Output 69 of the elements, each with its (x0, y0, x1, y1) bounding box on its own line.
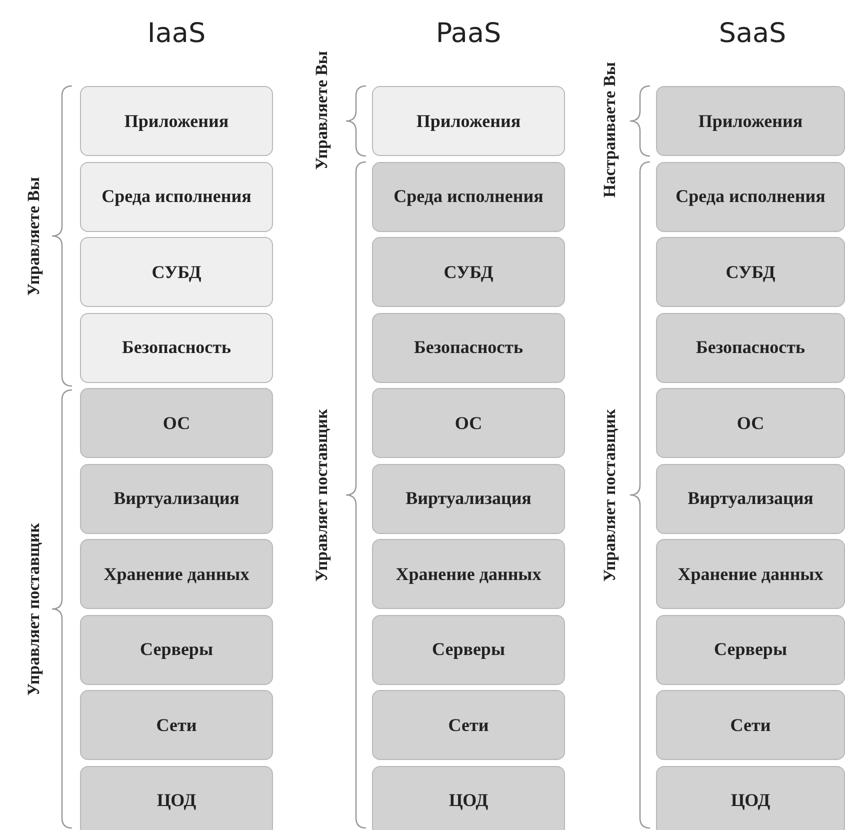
layer-box (656, 312, 845, 382)
bracket-label: Управляет поставщик (24, 522, 44, 696)
bracket-label: Настраиваете Вы (600, 62, 620, 198)
layer-box (372, 86, 565, 156)
layer-label: Безопасность (412, 337, 524, 358)
layer-box (80, 388, 273, 458)
layer-box (656, 539, 845, 609)
layer-box (372, 539, 565, 609)
column-title: IaaS (146, 18, 207, 49)
layer-label: Виртуализация (112, 488, 240, 509)
column-title: PaaS (434, 18, 502, 49)
layer-label: ЦОД (156, 790, 198, 811)
layer-label: ЦОД (448, 790, 490, 811)
layer-box (80, 614, 273, 684)
layer-label: ОС (454, 412, 484, 434)
layer-box (80, 237, 273, 307)
bracket-label: Управляете Вы (312, 50, 332, 170)
layer-label: Хранение данных (676, 564, 824, 584)
layer-label: Среда исполнения (392, 186, 544, 207)
bracket-label: Управляет поставщик (312, 408, 332, 582)
layer-label: ОС (736, 412, 766, 434)
bracket-label: Управляете Вы (24, 176, 44, 296)
layer-label: Серверы (431, 639, 506, 660)
layer-label: Виртуализация (404, 488, 532, 509)
layer-box (656, 162, 845, 232)
layer-label: ОС (162, 412, 192, 434)
layer-box (656, 237, 845, 307)
layer-label: Приложения (415, 110, 522, 132)
layer-box (80, 86, 273, 156)
layer-box (80, 766, 273, 830)
layer-label: Среда исполнения (674, 186, 826, 207)
layer-label: Виртуализация (686, 488, 814, 509)
layer-box (656, 614, 845, 684)
layer-label: СУБД (724, 262, 776, 282)
layer-label: Среда исполнения (100, 186, 252, 207)
layer-box (372, 388, 565, 458)
layer-label: Серверы (713, 639, 788, 660)
layer-box (656, 388, 845, 458)
layer-label: СУБД (150, 262, 202, 282)
layer-box (372, 312, 565, 382)
layer-label: Приложения (123, 110, 230, 132)
column-title: SaaS (718, 18, 788, 49)
layer-label: Приложения (697, 110, 804, 132)
layer-box (80, 690, 273, 760)
layer-label: Хранение данных (102, 564, 250, 584)
layer-box (372, 766, 565, 830)
layer-box (656, 464, 845, 534)
layer-box (80, 312, 273, 382)
layer-box (656, 766, 845, 830)
layer-box (372, 162, 565, 232)
layer-box (372, 690, 565, 760)
layer-box (372, 464, 565, 534)
layer-box (80, 162, 273, 232)
layer-box (656, 690, 845, 760)
layer-label: Сети (155, 714, 198, 736)
bracket-label: Управляет поставщик (600, 408, 620, 582)
layer-label: Безопасность (120, 337, 232, 358)
layer-label: Безопасность (694, 337, 806, 358)
layer-box (372, 614, 565, 684)
layer-label: Хранение данных (394, 564, 542, 584)
layer-box (80, 464, 273, 534)
layer-label: Серверы (139, 639, 214, 660)
layer-box (80, 539, 273, 609)
layer-box (372, 237, 565, 307)
layer-label: Сети (447, 714, 490, 736)
layer-label: Сети (729, 714, 772, 736)
layer-label: СУБД (442, 262, 494, 282)
layer-box (656, 86, 845, 156)
layer-label: ЦОД (730, 790, 772, 811)
